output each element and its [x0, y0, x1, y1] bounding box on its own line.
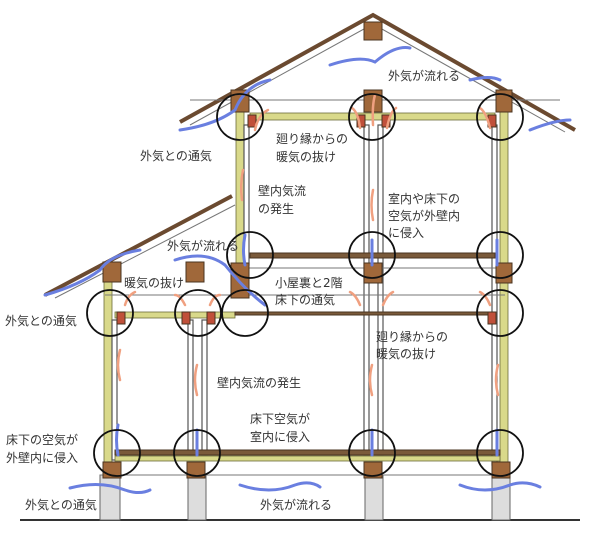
label-bottom-outside-flow: 外気が流れる: [260, 497, 332, 512]
labels: 外気が流れる 外気との通気 廻り縁からの 暖気の抜け 壁内気流 の発生 室内や床…: [5, 68, 460, 512]
label-underfloor-wall-2: 外壁内に侵入: [6, 450, 78, 465]
label-warm-escape: 暖気の抜け: [124, 275, 184, 290]
label-upper-cornice-1: 廻り縁からの: [276, 131, 348, 146]
label-bottom-vent: 外気との通気: [25, 497, 97, 512]
label-upper-left-vent: 外気との通気: [140, 148, 212, 163]
label-upper-wall-flow-1: 壁内気流: [258, 183, 306, 198]
label-attic-vent-2: 床下の通気: [275, 292, 335, 307]
label-upper-intrusion-1: 室内や床下の: [388, 191, 460, 206]
outside-air-arrows: [43, 46, 572, 494]
warm-air-arrows: [116, 93, 500, 397]
label-lower-cornice-2: 暖気の抜け: [376, 346, 436, 361]
label-lower-wall-flow: 壁内気流の発生: [217, 375, 301, 390]
label-upper-wall-flow-2: の発生: [258, 202, 294, 216]
ridge-beam: [363, 21, 383, 41]
label-underfloor-wall-1: 床下の空気が: [6, 432, 78, 447]
label-middle-outside-flow: 外気が流れる: [167, 238, 239, 253]
label-upper-intrusion-2: 空気が外壁内: [388, 208, 460, 223]
label-left-vent: 外気との通気: [5, 313, 77, 328]
label-top-outside-flow: 外気が流れる: [388, 68, 460, 83]
highlight-circles: [86, 93, 524, 477]
label-attic-vent-1: 小屋裏と2階: [275, 275, 343, 290]
label-lower-cornice-1: 廻り縁からの: [376, 329, 448, 344]
label-upper-intrusion-3: に侵入: [388, 225, 424, 240]
label-underfloor-room-2: 室内に侵入: [250, 429, 310, 444]
label-underfloor-room-1: 床下空気が: [250, 411, 310, 426]
label-upper-cornice-2: 暖気の抜け: [276, 149, 336, 164]
